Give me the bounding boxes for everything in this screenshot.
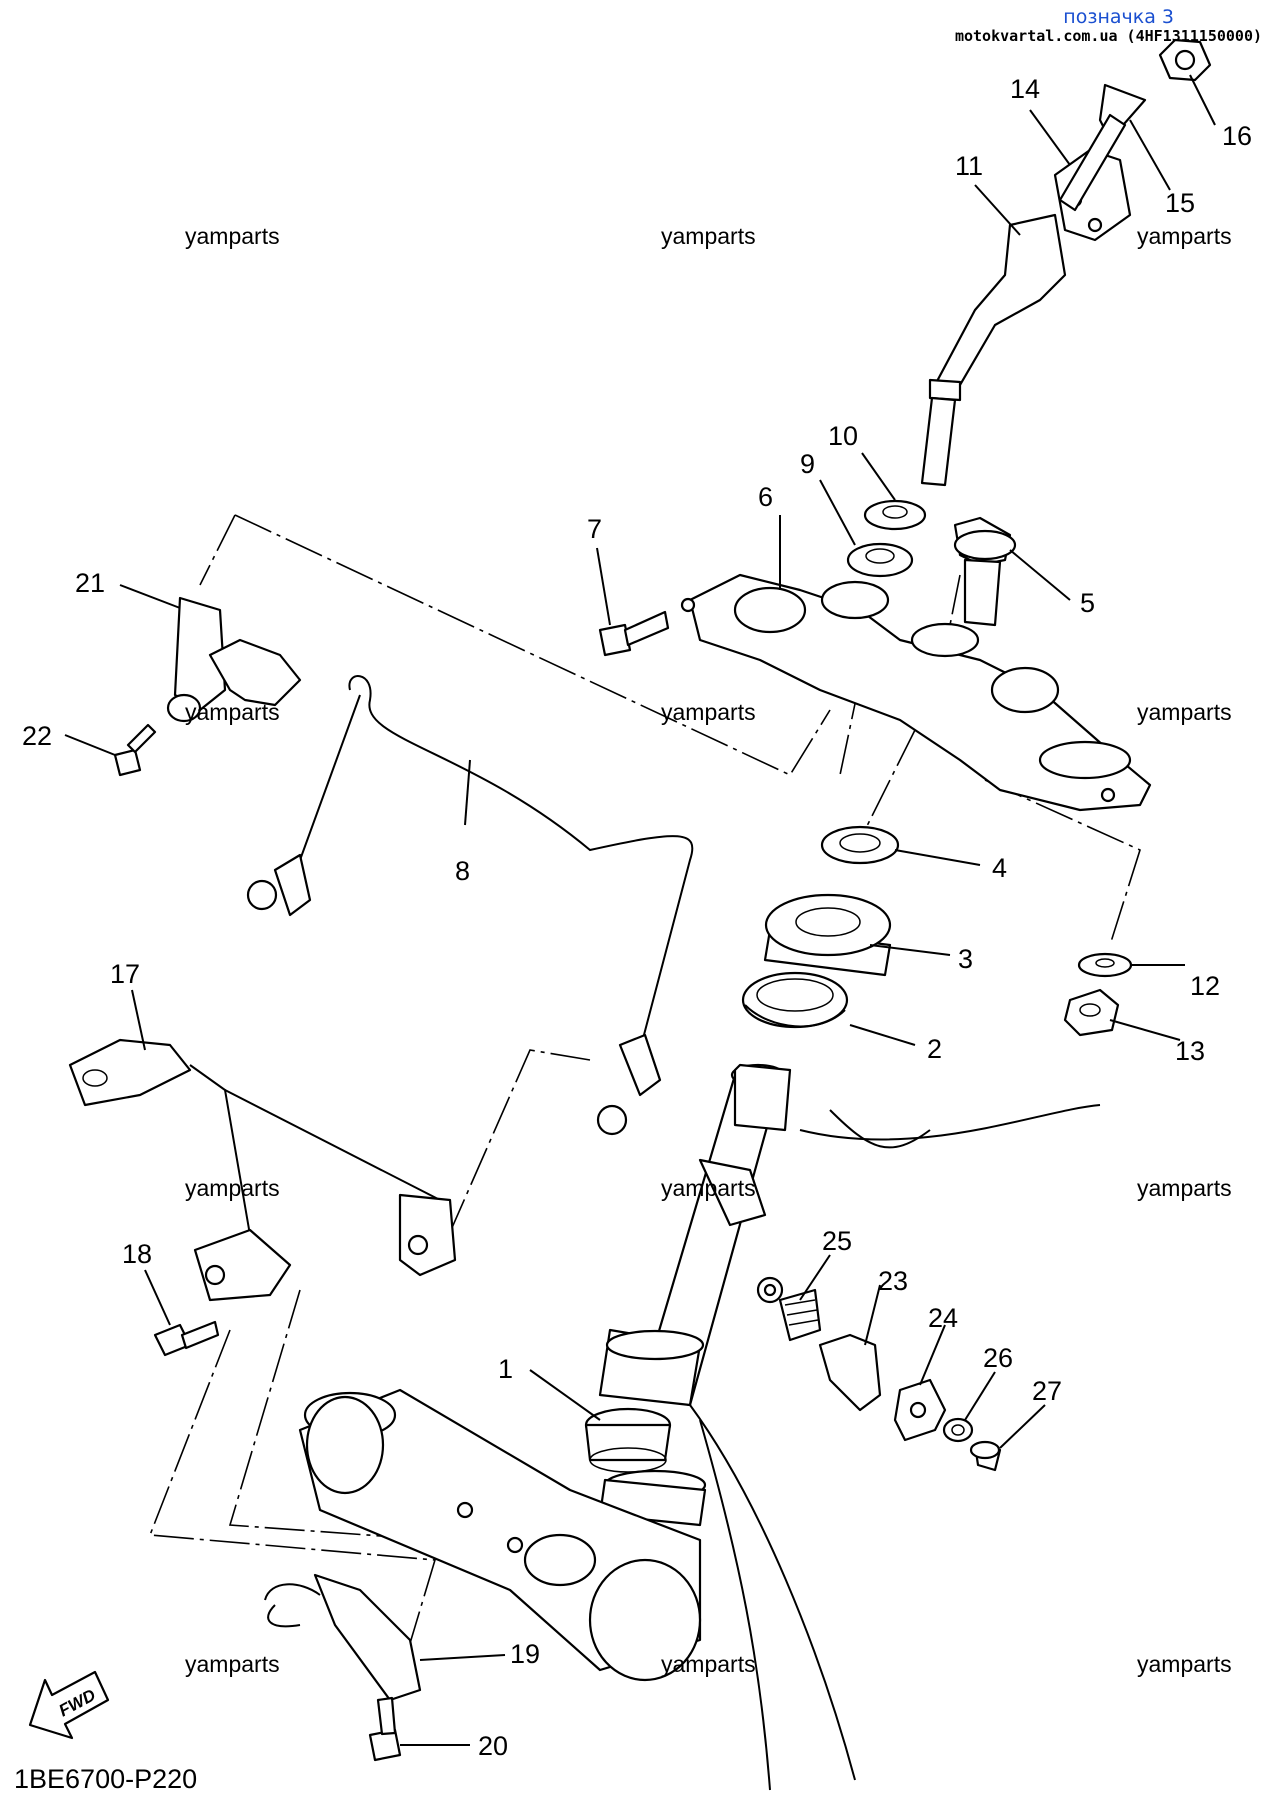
upper-bracket xyxy=(680,573,1152,812)
nut-16 xyxy=(1158,38,1212,82)
callout-8: 8 xyxy=(455,856,470,886)
watermark: yamparts xyxy=(661,699,756,725)
bolt-22 xyxy=(113,723,157,777)
handle-stay xyxy=(920,213,1067,487)
washer-10 xyxy=(863,499,927,531)
callout-15: 15 xyxy=(1165,188,1195,218)
callout-10: 10 xyxy=(828,421,858,451)
callout-20: 20 xyxy=(478,1731,508,1761)
watermark: yamparts xyxy=(1137,223,1232,249)
callout-12: 12 xyxy=(1190,971,1220,1001)
callout-1: 1 xyxy=(498,1354,513,1384)
diagram-code: 1BE6700-P220 xyxy=(14,1764,197,1794)
ring-nut-4 xyxy=(820,825,900,865)
callout-18: 18 xyxy=(122,1239,152,1269)
leader-lines xyxy=(64,74,1216,1746)
bearing-2 xyxy=(741,971,849,1029)
watermark: yamparts xyxy=(661,223,756,249)
plate-24 xyxy=(893,1378,947,1442)
spring-25 xyxy=(778,1288,822,1342)
watermark: yamparts xyxy=(1137,1651,1232,1677)
callout-23: 23 xyxy=(878,1266,908,1296)
bracket-19 xyxy=(264,1573,422,1702)
bracket-17 xyxy=(68,1038,457,1302)
nut-13 xyxy=(1063,988,1120,1037)
callout-6: 6 xyxy=(758,482,773,512)
bracket-21 xyxy=(166,596,302,723)
washer-9 xyxy=(846,542,914,578)
watermark: yamparts xyxy=(1137,1175,1232,1201)
steering-stem xyxy=(598,1063,1101,1791)
callout-5: 5 xyxy=(1080,588,1095,618)
callout-7: 7 xyxy=(587,514,602,544)
watermarks: yamparts yamparts yamparts yamparts yamp… xyxy=(185,223,1232,1677)
callout-27: 27 xyxy=(1032,1376,1062,1406)
callout-labels: 1 2 3 4 5 6 7 8 9 10 11 12 13 14 15 16 1… xyxy=(22,74,1252,1761)
callout-2: 2 xyxy=(927,1034,942,1064)
bolt-7 xyxy=(598,610,670,657)
bolt-15 xyxy=(1058,83,1147,212)
bolt-18 xyxy=(153,1320,220,1357)
washer-26 xyxy=(942,1417,974,1443)
washer-12 xyxy=(1077,952,1133,978)
bolt-20 xyxy=(368,1696,402,1762)
rivet-27 xyxy=(969,1440,1002,1472)
callout-21: 21 xyxy=(75,568,105,598)
watermark: yamparts xyxy=(1137,699,1232,725)
watermark: yamparts xyxy=(661,1651,756,1677)
bearing-1 xyxy=(584,1407,672,1473)
bolt-5 xyxy=(953,516,1017,627)
callout-17: 17 xyxy=(110,959,140,989)
bearing-race-3 xyxy=(763,893,892,977)
callout-25: 25 xyxy=(822,1226,852,1256)
callout-16: 16 xyxy=(1222,121,1252,151)
watermark: yamparts xyxy=(185,1175,280,1201)
callout-26: 26 xyxy=(983,1343,1013,1373)
callout-13: 13 xyxy=(1175,1036,1205,1066)
callout-11: 11 xyxy=(955,151,983,181)
header-label: позначка 3 xyxy=(1063,6,1174,28)
callout-9: 9 xyxy=(800,449,815,479)
callout-3: 3 xyxy=(958,944,973,974)
lower-bracket xyxy=(298,1388,702,1682)
watermark: yamparts xyxy=(185,1651,280,1677)
watermark: yamparts xyxy=(185,223,280,249)
watermark: yamparts xyxy=(185,699,280,725)
callout-14: 14 xyxy=(1010,74,1040,104)
fwd-arrow-icon: FWD xyxy=(28,1670,110,1740)
callout-22: 22 xyxy=(22,721,52,751)
callout-4: 4 xyxy=(992,853,1007,883)
watermark: yamparts xyxy=(661,1175,756,1201)
callout-24: 24 xyxy=(928,1303,958,1333)
cable-8 xyxy=(246,675,694,1136)
plunger-23 xyxy=(818,1333,882,1412)
callout-19: 19 xyxy=(510,1639,540,1669)
